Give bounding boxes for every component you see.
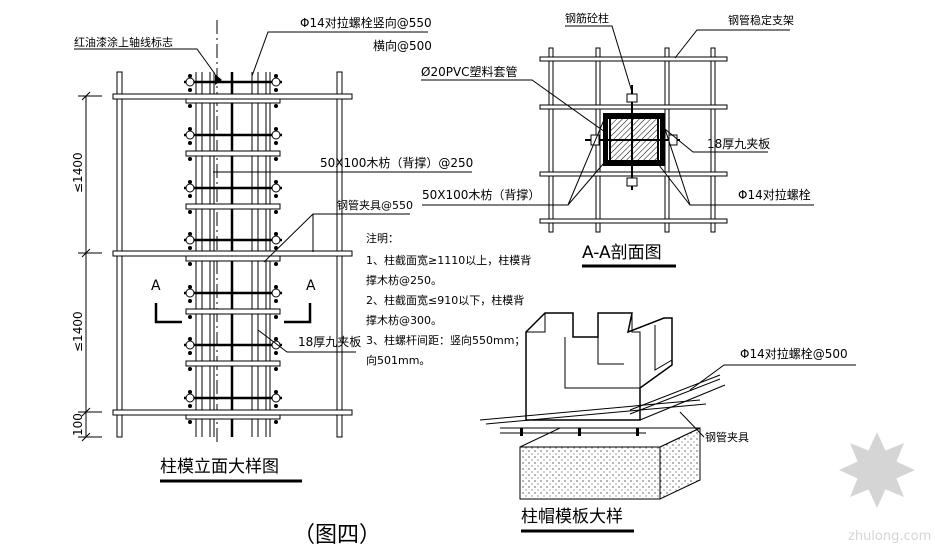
bolt-label-horizontal: 横向@500 <box>373 38 432 53</box>
frame-pipe-horizontal <box>539 218 728 224</box>
leader-line <box>421 79 606 133</box>
tie-bolt-row <box>184 232 282 266</box>
dimension-label: ≤1400 <box>71 311 85 352</box>
leader-line <box>257 329 356 353</box>
plywood-label: 18厚九夹板 <box>298 335 361 349</box>
cap-title: 柱帽模板大样 <box>521 507 623 527</box>
cap-clamp-label: 钢管夹具 <box>705 430 749 444</box>
section-cut-left <box>154 303 182 324</box>
elevation-title: 柱模立面大样图 <box>160 457 279 477</box>
bolt-label-vertical: Φ14对拉螺栓竖向@550 <box>300 15 432 30</box>
horizontal-pipe <box>112 250 353 257</box>
frame-pipe-horizontal <box>539 104 728 110</box>
tie-bolt-row <box>184 337 282 371</box>
axis-mark-triangle <box>215 74 222 85</box>
section-mark-right: A <box>306 278 316 294</box>
timber-backing <box>603 160 665 166</box>
frame-pipe-vertical <box>548 47 554 233</box>
tie-bolt-row <box>184 285 282 319</box>
dimension-line <box>78 91 102 442</box>
cap-bolt-label: Φ14对拉螺栓@500 <box>740 346 848 361</box>
frame-pipe-vertical <box>710 47 716 233</box>
leader-line <box>689 364 856 391</box>
leader-line <box>674 29 790 59</box>
leader-line <box>679 411 705 438</box>
frame-label: 钢管稳定支架 <box>728 13 794 27</box>
column-cap-drawing: Φ14对拉螺栓@500 钢管夹具 柱帽模板大样 <box>479 312 856 533</box>
note-line: 撑木枋@250。 <box>366 273 442 287</box>
leader-line <box>251 31 428 77</box>
dimension-label: 100 <box>71 413 85 436</box>
leader-line <box>565 25 633 93</box>
column-label: 钢筋砼柱 <box>565 11 609 25</box>
foundation-block <box>519 446 661 500</box>
timber-label: 50X100木枋（背撑） <box>422 187 540 202</box>
note-line: 1、柱截面宽≥1110以上，柱模背 <box>366 253 531 267</box>
note-line: 3、柱螺杆间距：竖向550mm；横 <box>366 333 536 347</box>
note-line: 向501mm。 <box>366 353 430 367</box>
note-line: 撑木枋@300。 <box>366 313 442 327</box>
tie-bolt-row <box>184 127 282 161</box>
timber-backing <box>603 113 665 119</box>
cap-formwork-outline <box>525 312 673 421</box>
section-title: A-A剖面图 <box>582 243 662 263</box>
horizontal-pipe <box>112 93 353 100</box>
note-line: 2、柱截面宽≤910以下，柱模背 <box>366 293 524 307</box>
notes: 注明： 1、柱截面宽≥1110以上，柱模背 撑木枋@250。 2、柱截面宽≤91… <box>366 231 536 367</box>
clamp-label: 钢管夹具@550 <box>337 198 413 212</box>
leader-line <box>74 48 216 75</box>
watermark-text: zhulong.com <box>848 529 931 544</box>
frame-pipe-horizontal <box>539 171 728 177</box>
column-elevation-drawing: ≤1400 ≤1400 100 红油漆涂上轴线标志 Φ14对拉螺栓竖向@550 … <box>71 15 473 483</box>
leader-line <box>659 124 768 153</box>
horizontal-pipe <box>112 409 353 416</box>
axis-mark-label: 红油漆涂上轴线标志 <box>74 35 173 49</box>
section-cut-right <box>284 303 312 324</box>
section-a-a-drawing: 钢筋砼柱 钢管稳定支架 Ø20PVC塑料套管 18厚九夹板 50X100木枋（背… <box>421 11 814 268</box>
tie-bolt-row <box>184 180 282 214</box>
sleeve-label: Ø20PVC塑料套管 <box>421 64 518 79</box>
watermark-logo: zhulong.com <box>839 432 931 544</box>
tie-bolts <box>184 74 282 424</box>
section-mark-left: A <box>151 278 161 294</box>
timber-label: 50X100木枋（背撑）@250 <box>320 155 473 170</box>
notes-heading: 注明： <box>366 231 399 245</box>
dimension-label: ≤1400 <box>71 152 85 193</box>
figure-caption: （图四） <box>293 523 381 548</box>
bolt-label: Φ14对拉螺栓 <box>738 187 811 202</box>
frame-pipe-horizontal <box>539 56 728 62</box>
plywood-label: 18厚九夹板 <box>707 137 770 151</box>
